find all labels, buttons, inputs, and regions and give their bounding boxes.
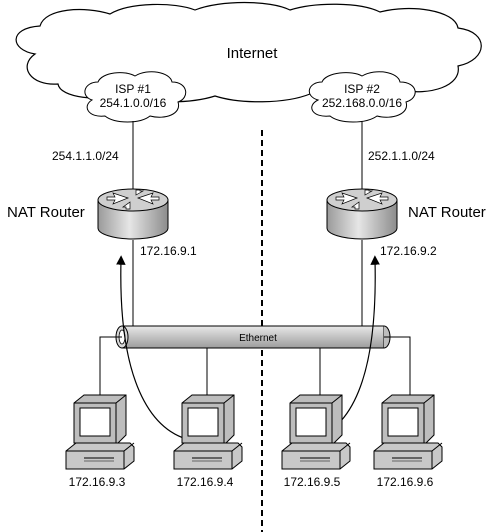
router1-label: NAT Router xyxy=(7,204,85,221)
isp2-link-subnet: 252.1.1.0/24 xyxy=(368,149,435,163)
isp1-name: ISP #1 xyxy=(115,82,151,96)
isp2-cloud xyxy=(308,71,416,123)
isp2-network: 252.168.0.0/16 xyxy=(322,96,402,110)
internet-label: Internet xyxy=(227,45,279,62)
ethernet-label: Ethernet xyxy=(239,333,277,344)
isp1-link-subnet: 254.1.1.0/24 xyxy=(52,149,119,163)
host-drop-lines xyxy=(99,336,411,400)
host-pc-1 xyxy=(65,394,135,470)
host-pc-4 xyxy=(373,394,443,470)
host-ip-4: 172.16.9.6 xyxy=(377,475,434,489)
host-ip-2: 172.16.9.4 xyxy=(177,475,234,489)
isp1-network: 254.1.0.0/16 xyxy=(100,96,167,110)
host-ip-1: 172.16.9.3 xyxy=(69,475,126,489)
host-pc-2 xyxy=(173,394,243,470)
isp1-cloud xyxy=(84,71,187,123)
nat-router-2 xyxy=(326,188,398,240)
isp2-name: ISP #2 xyxy=(344,82,380,96)
router1-ip: 172.16.9.1 xyxy=(140,244,197,258)
host-ip-3: 172.16.9.5 xyxy=(284,475,341,489)
nat-router-1 xyxy=(97,188,169,240)
router2-ip: 172.16.9.2 xyxy=(380,244,437,258)
host-pc-3 xyxy=(281,394,351,470)
router2-label: NAT Router xyxy=(408,204,486,221)
return-path-arrow-1 xyxy=(116,255,191,441)
